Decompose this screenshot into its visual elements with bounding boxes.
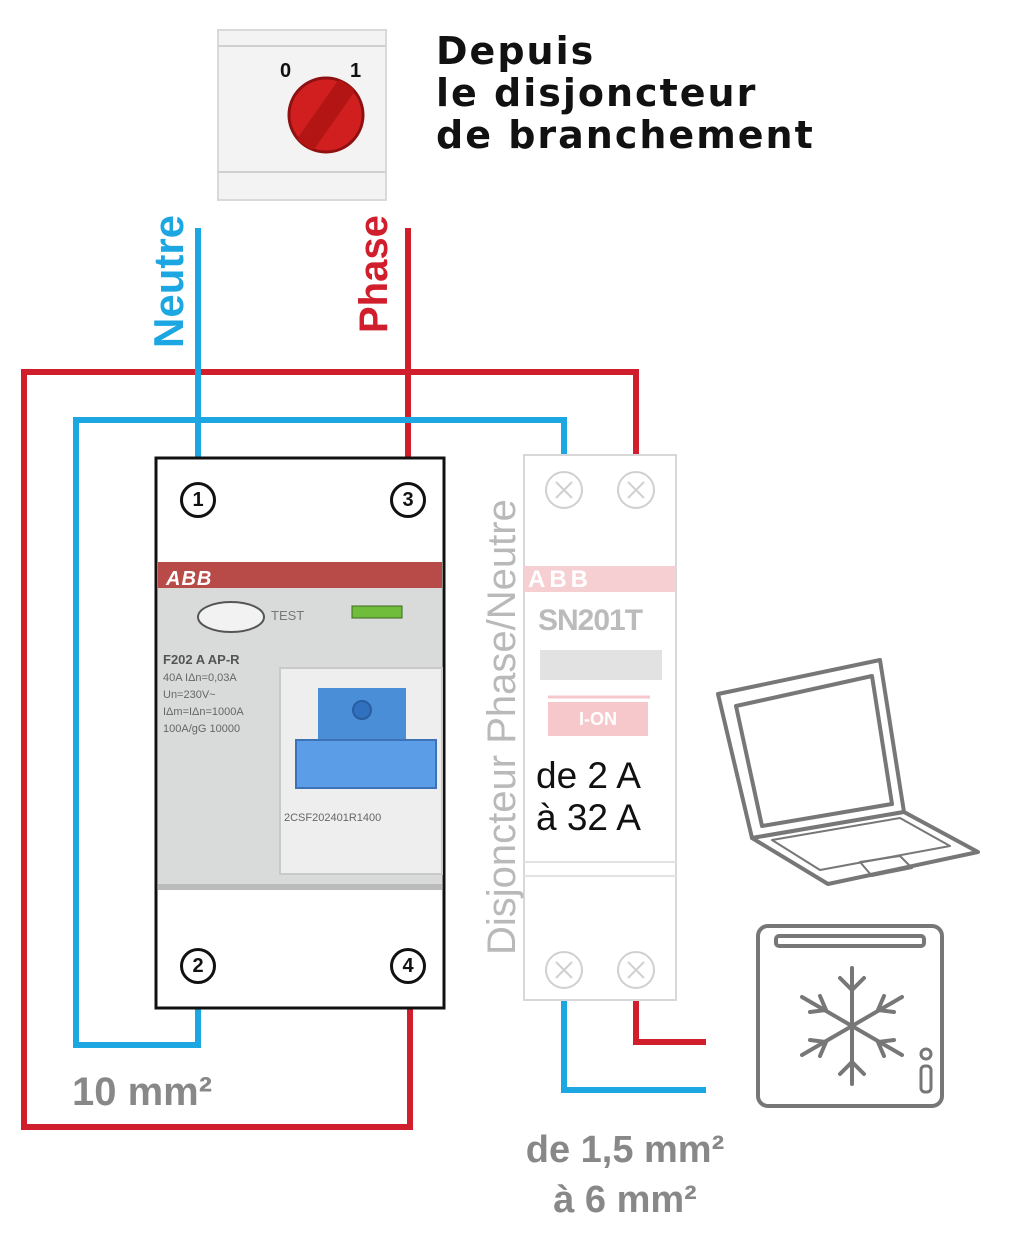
breaker-brand-logo: ABB [528,566,592,593]
rcd-reference: 2CSF202401R1400 [284,812,382,824]
rcd-toggle-lever[interactable] [295,739,437,789]
terminal-1: 1 [180,482,216,518]
rcd-spec-4: 100A/gG 10000 [163,723,241,735]
branch-section-line-1: de 1,5 mm² [525,1129,725,1171]
breaker-rating: de 2 A à 32 A [536,755,641,839]
breaker-state-label: I-ON [548,702,648,736]
terminal-3: 3 [390,482,426,518]
freezer-icon [756,924,944,1108]
title-line-3: de branchement [436,113,815,157]
title-line-2: le disjoncteur [436,71,758,115]
branch-section-line-2: à 6 mm² [553,1179,697,1221]
rcd-spec-2: Un=230V~ [163,689,216,701]
snowflake-icon [800,966,904,1086]
breaker-label: Disjoncteur Phase/Neutre [480,499,524,955]
breaker-model: SN201T [538,604,643,637]
test-button[interactable] [197,601,265,633]
rating-line-1: de 2 A [536,755,641,796]
phase-wires [21,228,706,1130]
main-breaker [217,29,387,201]
diagram-title: Depuis le disjoncteur de branchement [436,30,815,156]
switch-off-label: 0 [280,60,292,82]
rcd-spec-3: IΔm=IΔn=1000A [163,706,244,718]
rcd-spec-1: 40A IΔn=0,03A [163,672,237,684]
laptop-icon [716,658,980,886]
phase-label: Phase [352,215,396,333]
branch-section-label: de 1,5 mm² à 6 mm² [470,1125,780,1225]
title-line-1: Depuis [436,29,596,73]
neutral-label: Neutre [145,214,192,348]
test-label: TEST [271,608,305,623]
main-section-label: 10 mm² [72,1070,213,1114]
terminal-2: 2 [180,948,216,984]
neutral-wires [73,228,706,1093]
rcd-brand-logo: ABB [166,568,213,590]
rcd-model: F202 A AP-R [163,652,240,667]
rating-line-2: à 32 A [536,797,641,838]
switch-on-label: 1 [350,60,362,82]
terminal-4: 4 [390,948,426,984]
differential-switch [154,456,446,1010]
